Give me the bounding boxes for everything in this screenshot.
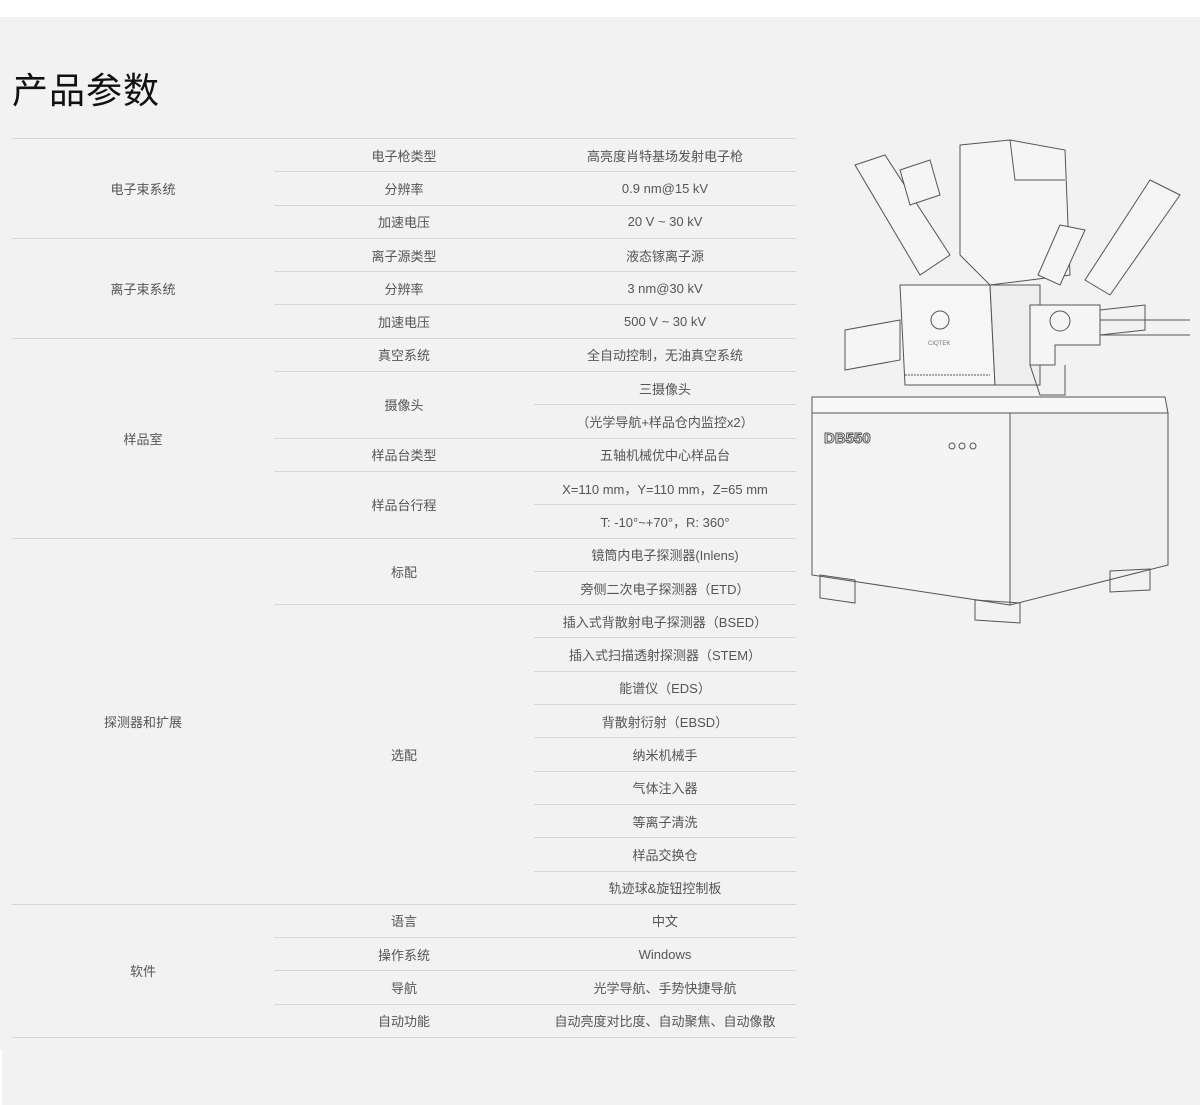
spec-name: 选配 bbox=[274, 604, 534, 905]
table-row: 能谱仪（EDS） bbox=[12, 670, 796, 706]
table-row: 样品室真空系统全自动控制，无油真空系统 bbox=[12, 337, 796, 539]
spec-name: 加速电压 bbox=[274, 204, 534, 239]
spec-name: 离子源类型 bbox=[274, 237, 534, 273]
group-name: 电子束系统 bbox=[12, 138, 274, 239]
model-label: DB550 bbox=[824, 430, 871, 447]
spec-value: 全自动控制，无油真空系统 bbox=[534, 337, 796, 373]
spec-value: 轨迹球&旋钮控制板 bbox=[534, 870, 796, 905]
table-row: 离子束系统离子源类型液态镓离子源 bbox=[12, 237, 796, 339]
table-row: 纳米机械手 bbox=[12, 737, 796, 772]
table-row: 选配插入式背散射电子探测器（BSED） bbox=[12, 604, 796, 905]
spec-value: X=110 mm，Y=110 mm，Z=65 mm bbox=[534, 470, 796, 506]
page-title: 产品参数 bbox=[12, 70, 161, 111]
spec-value: 样品交换仓 bbox=[534, 837, 796, 872]
table-row: 旁侧二次电子探测器（ETD） bbox=[12, 570, 796, 606]
group-name: 样品室 bbox=[12, 337, 274, 539]
table-row: 轨迹球&旋钮控制板 bbox=[12, 870, 796, 905]
table-row: 插入式扫描透射探测器（STEM） bbox=[12, 637, 796, 672]
spec-value: 能谱仪（EDS） bbox=[534, 670, 796, 706]
table-row: 等离子清洗 bbox=[12, 803, 796, 839]
product-image: DB550 CIQTEK bbox=[811, 139, 1190, 624]
spec-name: 分辨率 bbox=[274, 171, 534, 206]
spec-value: 20 V ~ 30 kV bbox=[534, 204, 796, 239]
left-edge bbox=[0, 1050, 2, 1105]
spec-value: 气体注入器 bbox=[534, 770, 796, 805]
spec-name: 样品台类型 bbox=[274, 437, 534, 472]
table-row: 探测器和扩展标配镜筒内电子探测器(Inlens) bbox=[12, 537, 796, 905]
spec-value: 光学导航、手势快捷导航 bbox=[534, 970, 796, 1005]
spec-value: 插入式背散射电子探测器（BSED） bbox=[534, 604, 796, 639]
spec-value: 旁侧二次电子探测器（ETD） bbox=[534, 570, 796, 606]
spec-value: 五轴机械优中心样品台 bbox=[534, 437, 796, 472]
table-row: T: -10°~+70°，R: 360° bbox=[12, 504, 796, 539]
spec-name: 样品台行程 bbox=[274, 470, 534, 539]
group-name: 探测器和扩展 bbox=[12, 537, 274, 905]
spec-value: 500 V ~ 30 kV bbox=[534, 304, 796, 339]
spec-name: 操作系统 bbox=[274, 937, 534, 972]
table-row: 电子束系统电子枪类型高亮度肖特基场发射电子枪 bbox=[12, 137, 796, 239]
spec-name: 加速电压 bbox=[274, 304, 534, 339]
table-row: 软件语言中文 bbox=[12, 903, 796, 1039]
spec-value: 液态镓离子源 bbox=[534, 237, 796, 273]
spec-value: 背散射衍射（EBSD） bbox=[534, 704, 796, 739]
spec-value: 中文 bbox=[534, 903, 796, 939]
table-row: 背散射衍射（EBSD） bbox=[12, 704, 796, 739]
table-row: 自动功能自动亮度对比度、自动聚焦、自动像散 bbox=[12, 1003, 796, 1039]
spec-name: 标配 bbox=[274, 537, 534, 606]
spec-name: 导航 bbox=[274, 970, 534, 1005]
spec-name: 真空系统 bbox=[274, 337, 534, 373]
spec-value: 高亮度肖特基场发射电子枪 bbox=[534, 137, 796, 173]
spec-value: （光学导航+样品仓内监控x2） bbox=[534, 404, 796, 439]
spec-name: 语言 bbox=[274, 903, 534, 939]
spec-name: 摄像头 bbox=[274, 371, 534, 439]
spec-value: 3 nm@30 kV bbox=[534, 271, 796, 306]
spec-name: 自动功能 bbox=[274, 1003, 534, 1039]
table-row: 样品台类型五轴机械优中心样品台 bbox=[12, 437, 796, 472]
spec-value: 自动亮度对比度、自动聚焦、自动像散 bbox=[534, 1003, 796, 1039]
group-name: 离子束系统 bbox=[12, 237, 274, 339]
spec-value: 三摄像头 bbox=[534, 371, 796, 406]
table-row: 摄像头三摄像头 bbox=[12, 371, 796, 439]
spec-name: 分辨率 bbox=[274, 271, 534, 306]
group-name: 软件 bbox=[12, 903, 274, 1039]
spec-value: T: -10°~+70°，R: 360° bbox=[534, 504, 796, 539]
spec-value: 纳米机械手 bbox=[534, 737, 796, 772]
brand-logo: CIQTEK bbox=[928, 341, 950, 347]
spec-value: 插入式扫描透射探测器（STEM） bbox=[534, 637, 796, 672]
spec-value: 0.9 nm@15 kV bbox=[534, 171, 796, 206]
spec-value: Windows bbox=[534, 937, 796, 972]
table-row: （光学导航+样品仓内监控x2） bbox=[12, 404, 796, 439]
top-band bbox=[0, 0, 1200, 17]
spec-value: 等离子清洗 bbox=[534, 803, 796, 839]
table-row: 导航光学导航、手势快捷导航 bbox=[12, 970, 796, 1005]
spec-name: 电子枪类型 bbox=[274, 137, 534, 173]
spec-value: 镜筒内电子探测器(Inlens) bbox=[534, 537, 796, 572]
